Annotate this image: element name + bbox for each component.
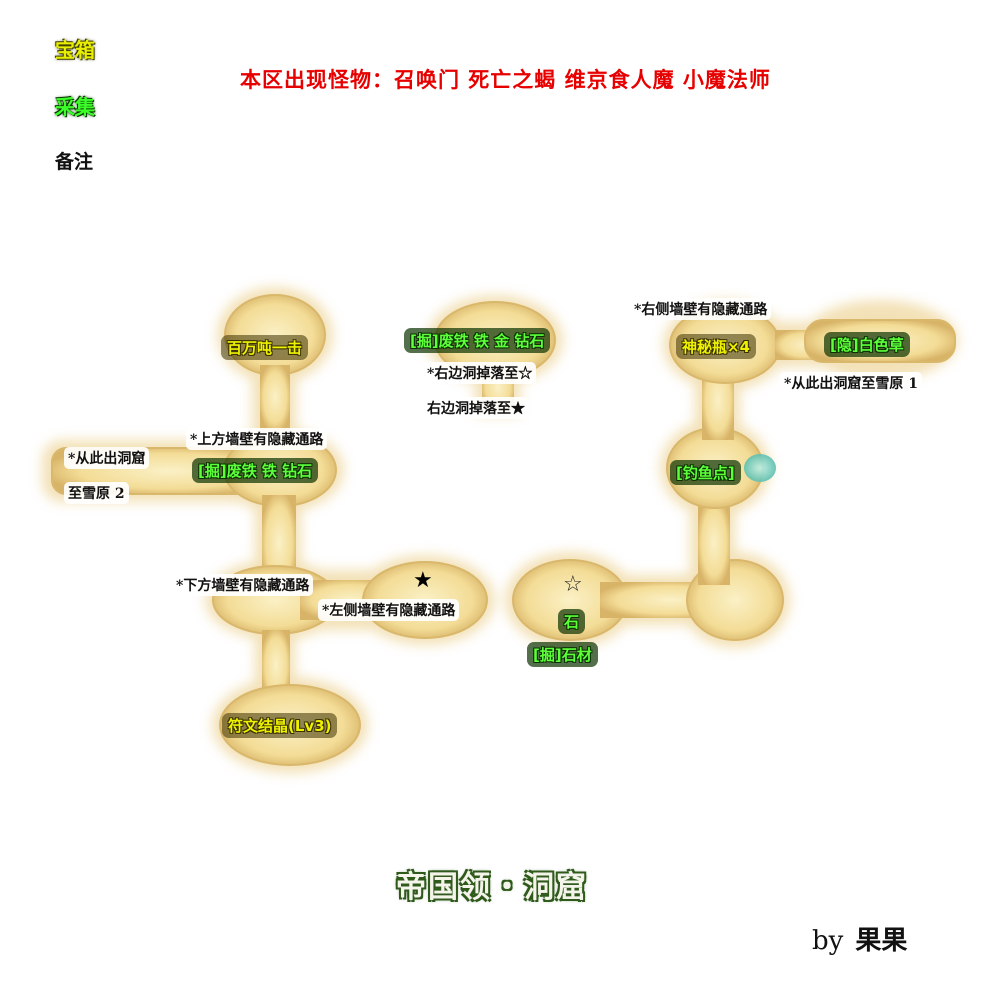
legend-chest: 宝箱	[55, 38, 95, 62]
label-stone: 石	[558, 609, 586, 634]
note-exit-snowfield-2b: 至雪原 2	[64, 482, 129, 504]
note-fall-hollow: *右边洞掉落至☆	[423, 362, 537, 384]
note-exit-snowfield-2a: *从此出洞窟	[64, 447, 150, 469]
map-title: 帝国领・洞窟	[396, 870, 588, 905]
note-hidden-left-wall: *左侧墙壁有隐藏通路	[318, 599, 460, 621]
note-hidden-right-wall: *右侧墙壁有隐藏通路	[630, 298, 772, 320]
label-dig-left: [掘]废铁 铁 钻石	[192, 458, 319, 483]
label-fishing-spot: [钓鱼点]	[670, 460, 741, 485]
star-filled-marker: ★	[413, 568, 433, 593]
fishing-water	[744, 454, 776, 482]
legend-note: 备注	[55, 151, 94, 173]
star-hollow-marker: ☆	[563, 572, 583, 597]
legend-gather: 采集	[55, 95, 95, 119]
monster-list: 本区出现怪物：召唤门 死亡之蝎 维京食人魔 小魔法师	[240, 67, 771, 92]
note-exit-snowfield-1: *从此出洞窟至雪原 1	[780, 372, 922, 394]
label-rune-crystal: 符文结晶(Lv3)	[222, 713, 338, 738]
label-mystery-bottle: 神秘瓶×4	[676, 334, 757, 359]
label-dig-top: [掘]废铁 铁 金 钻石	[404, 328, 551, 353]
author-by: by	[812, 926, 844, 956]
note-fall-filled: 右边洞掉落至★	[423, 397, 529, 419]
label-million-ton-strike: 百万吨一击	[221, 335, 309, 360]
author-name: 果果	[855, 926, 908, 956]
cave-passage	[698, 500, 730, 585]
author-credit: by 果果	[812, 920, 907, 957]
label-dig-stone: [掘]石材	[527, 642, 598, 667]
label-hidden-white-grass: [隐]白色草	[824, 332, 910, 357]
note-hidden-bottom-wall: *下方墙壁有隐藏通路	[172, 574, 314, 596]
cave-passage	[260, 365, 290, 430]
note-hidden-top-wall: *上方墙壁有隐藏通路	[186, 428, 328, 450]
